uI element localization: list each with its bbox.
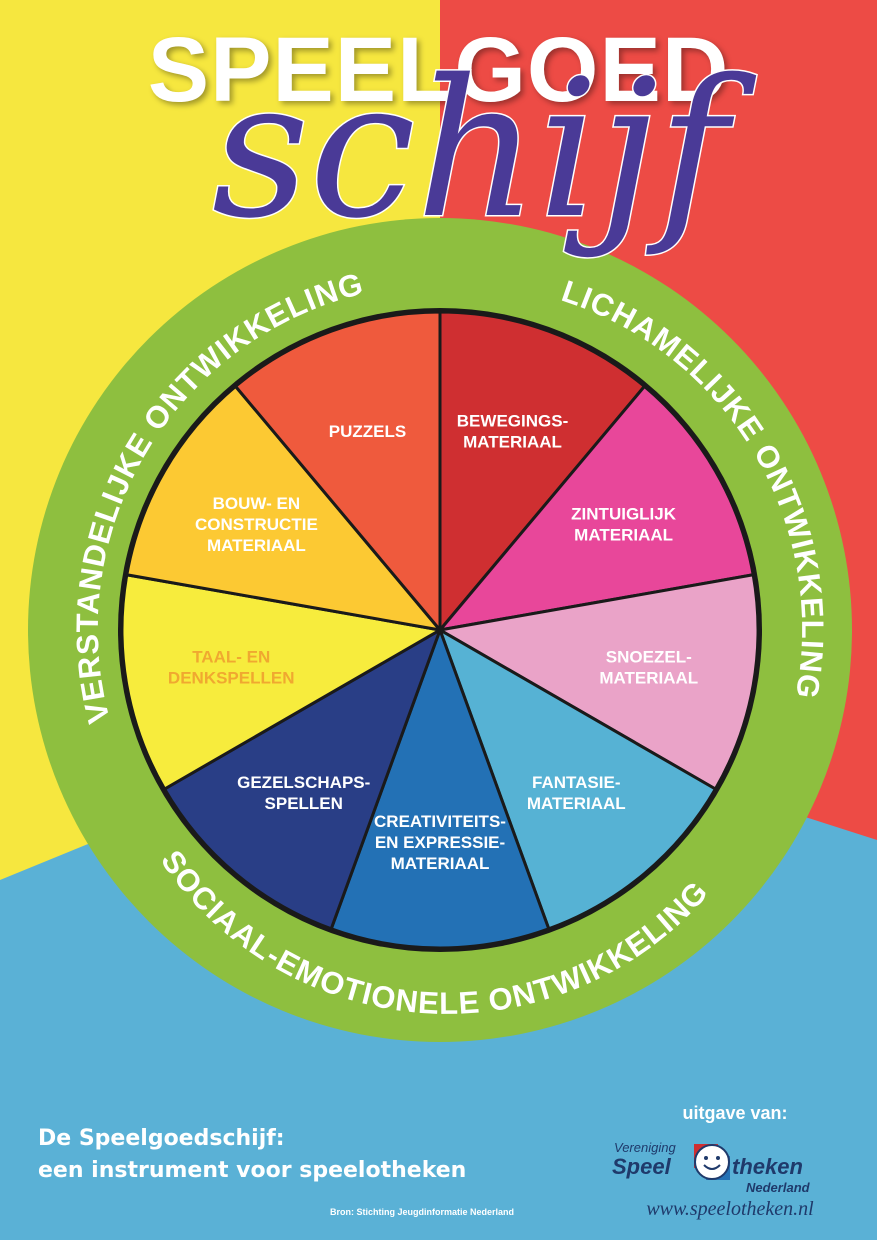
wheel-segment-label: FANTASIE-MATERIAAL: [527, 773, 626, 813]
source-credit: Bron: Stichting Jeugdinformatie Nederlan…: [330, 1207, 515, 1217]
wheel-segment-label: GEZELSCHAPS-SPELLEN: [237, 773, 370, 813]
wheel-segment: [233, 310, 442, 635]
logo-text-right: theken: [732, 1154, 803, 1179]
logo-text-top: Vereniging: [614, 1140, 676, 1155]
wheel-segment-label: BEWEGINGS-MATERIAAL: [457, 411, 568, 451]
website-link[interactable]: www.speelotheken.nl: [646, 1198, 814, 1220]
wheel-segment: [120, 573, 445, 792]
wheel-segment: [435, 573, 760, 792]
wheel-segment: [125, 384, 444, 633]
speelotheken-logo: Vereniging Speel theken Nederland: [612, 1140, 811, 1195]
script-title-text: schijf: [212, 39, 757, 260]
wheel-segment-label: CREATIVITEITS-EN EXPRESSIE-MATERIAAL: [374, 812, 506, 873]
wheel-segment-label: PUZZELS: [329, 422, 406, 441]
script-title: schijf: [210, 38, 758, 262]
footer-title: De Speelgoedschijf:: [38, 1126, 285, 1151]
logo-text-bottom: Nederland: [746, 1180, 811, 1195]
wheel-segment: [162, 626, 443, 931]
wheel-segment: [436, 384, 755, 633]
wheel-segment: [437, 626, 718, 931]
wheel-segment-label: SNOEZEL-MATERIAAL: [599, 647, 698, 687]
wheel-segment: [329, 625, 551, 950]
poster-title: SPEELGOED: [147, 19, 730, 121]
smiley-icon: [694, 1144, 730, 1180]
footer-subtitle: een instrument voor speelotheken: [38, 1158, 467, 1183]
wheel-segment: [438, 310, 647, 635]
logo-text-left: Speel: [612, 1154, 672, 1179]
publisher-label: uitgave van:: [682, 1103, 788, 1123]
